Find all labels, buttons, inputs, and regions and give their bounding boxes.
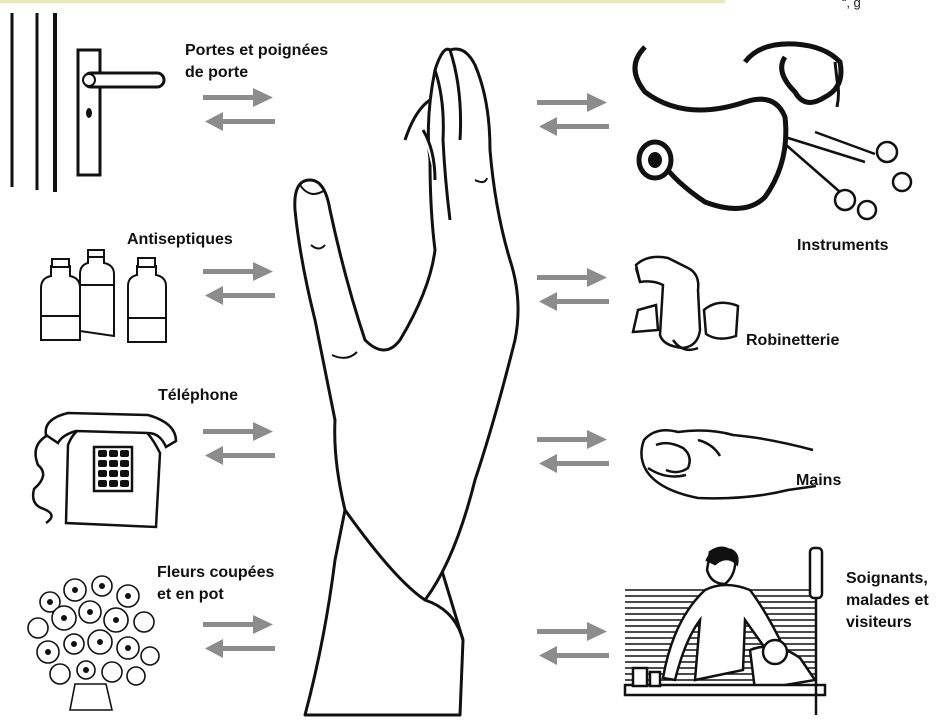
arrow-pair-doors — [203, 88, 273, 128]
handshake-icon — [638, 420, 818, 505]
corner-text-fragment: “, g — [842, 0, 861, 10]
arrow-pair-taps — [537, 268, 607, 308]
stethoscope-scissors-icon — [625, 32, 920, 227]
telephone-icon — [28, 405, 178, 535]
label-flowers: Fleurs coupées et en pot — [157, 562, 274, 606]
hand-icon — [285, 40, 535, 715]
label-people: Soignants, malades et visiteurs — [846, 568, 929, 634]
nurse-patient-icon — [615, 540, 840, 715]
arrow-pair-flowers — [203, 615, 273, 655]
label-antiseptics: Antiseptiques — [127, 229, 233, 251]
label-flowers-line2: et en pot — [157, 584, 274, 606]
label-instruments: Instruments — [797, 235, 889, 257]
label-hands: Mains — [796, 470, 841, 492]
label-people-line3: visiteurs — [846, 612, 929, 634]
top-edge-line — [0, 0, 725, 3]
label-taps: Robinetterie — [746, 330, 839, 352]
arrow-pair-hands — [537, 430, 607, 470]
tap-icon — [628, 250, 743, 355]
arrow-pair-phone — [203, 422, 273, 462]
door-handle-icon — [0, 5, 175, 195]
label-phone: Téléphone — [158, 385, 238, 407]
arrow-pair-antiseptics — [203, 262, 273, 302]
flowers-icon — [20, 572, 165, 712]
label-flowers-line1: Fleurs coupées — [157, 562, 274, 584]
arrow-pair-people — [537, 622, 607, 662]
label-people-line2: malades et — [846, 590, 929, 612]
arrow-pair-instruments — [537, 93, 607, 133]
label-people-line1: Soignants, — [846, 568, 929, 590]
bottles-icon — [38, 248, 173, 348]
